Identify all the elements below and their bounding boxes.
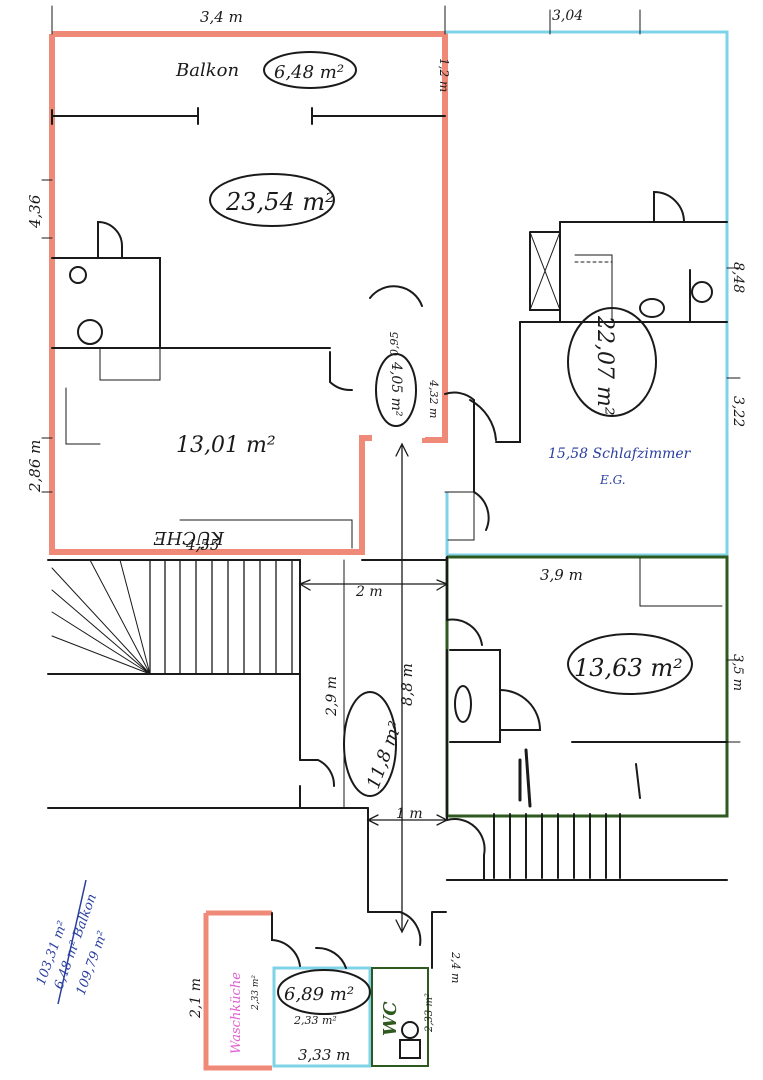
label-balkon-name: Balkon <box>175 60 239 81</box>
label-wc-name: WC <box>380 1001 401 1036</box>
summary-divider <box>57 879 87 1005</box>
label-kitchen-width: 4,55 <box>185 536 219 554</box>
label-wc-room-area: 6,89 m² <box>284 984 354 1005</box>
label-left-upper-dim: 4,36 <box>26 194 44 229</box>
label-wc-area: 2,33 m² <box>424 993 435 1033</box>
colored-outlines <box>49 30 729 1071</box>
walls <box>41 5 741 1059</box>
green-outline-wc <box>371 967 429 1067</box>
label-bath-h: 4,32 m <box>427 379 440 418</box>
label-kitchen-area: 13,01 m² <box>176 433 276 458</box>
label-wc-right: 2,4 m <box>449 951 462 983</box>
label-bedroom-width: 3,9 m <box>540 566 583 584</box>
label-right-mid-dim: 3,22 <box>730 396 746 427</box>
red-outline-wc <box>203 910 272 1071</box>
label-bath-w: 0,95 <box>388 332 401 357</box>
label-schlaf-note2: E.G. <box>599 473 626 487</box>
label-bedroom2-area: 13,63 m² <box>574 654 683 682</box>
label-wc-left: 2,1 m <box>188 978 204 1019</box>
label-wash-area: 2,33 m² <box>251 975 261 1011</box>
red-outline-main <box>49 31 448 555</box>
label-wc-width: 3,33 m <box>298 1046 350 1064</box>
label-balkon-area: 6,48 m² <box>274 62 344 83</box>
labels: 3,4 m 3,04 Balkon 6,48 m² 1,2 m 23,54 m²… <box>26 8 746 1064</box>
cyan-outline <box>445 30 729 557</box>
label-hall-area: 11,8 m² <box>363 719 407 792</box>
label-hall-depth: 2,9 m <box>324 676 340 717</box>
label-hall-width: 2 m <box>355 584 383 600</box>
label-waschkueche: Waschküche <box>229 972 244 1054</box>
label-left-lower-dim: 2,86 m <box>26 440 44 493</box>
label-top-right-dim: 3,04 <box>552 8 583 24</box>
label-schlaf-note: 15,58 Schlafzimmer <box>548 446 692 462</box>
label-hall-length: 8,8 m <box>398 663 416 706</box>
label-schlaf-area: 22,07 m² <box>592 315 617 416</box>
label-living-area: 23,54 m² <box>225 188 335 216</box>
label-corridor-width: 1 m <box>396 806 423 822</box>
label-bath-area: 4,05 m² <box>388 361 404 417</box>
label-kitchen-name: KÜCHE <box>153 527 225 550</box>
label-right-lower-dim: 3,5 m <box>730 654 745 691</box>
label-top-left-dim: 3,4 m <box>200 8 243 26</box>
label-balkon-side: 1,2 m <box>437 58 451 92</box>
cyan-outline-wc <box>272 966 372 1068</box>
label-right-upper-dim: 8,48 <box>730 262 746 293</box>
label-sub-area: 2,33 m² <box>293 1014 337 1027</box>
